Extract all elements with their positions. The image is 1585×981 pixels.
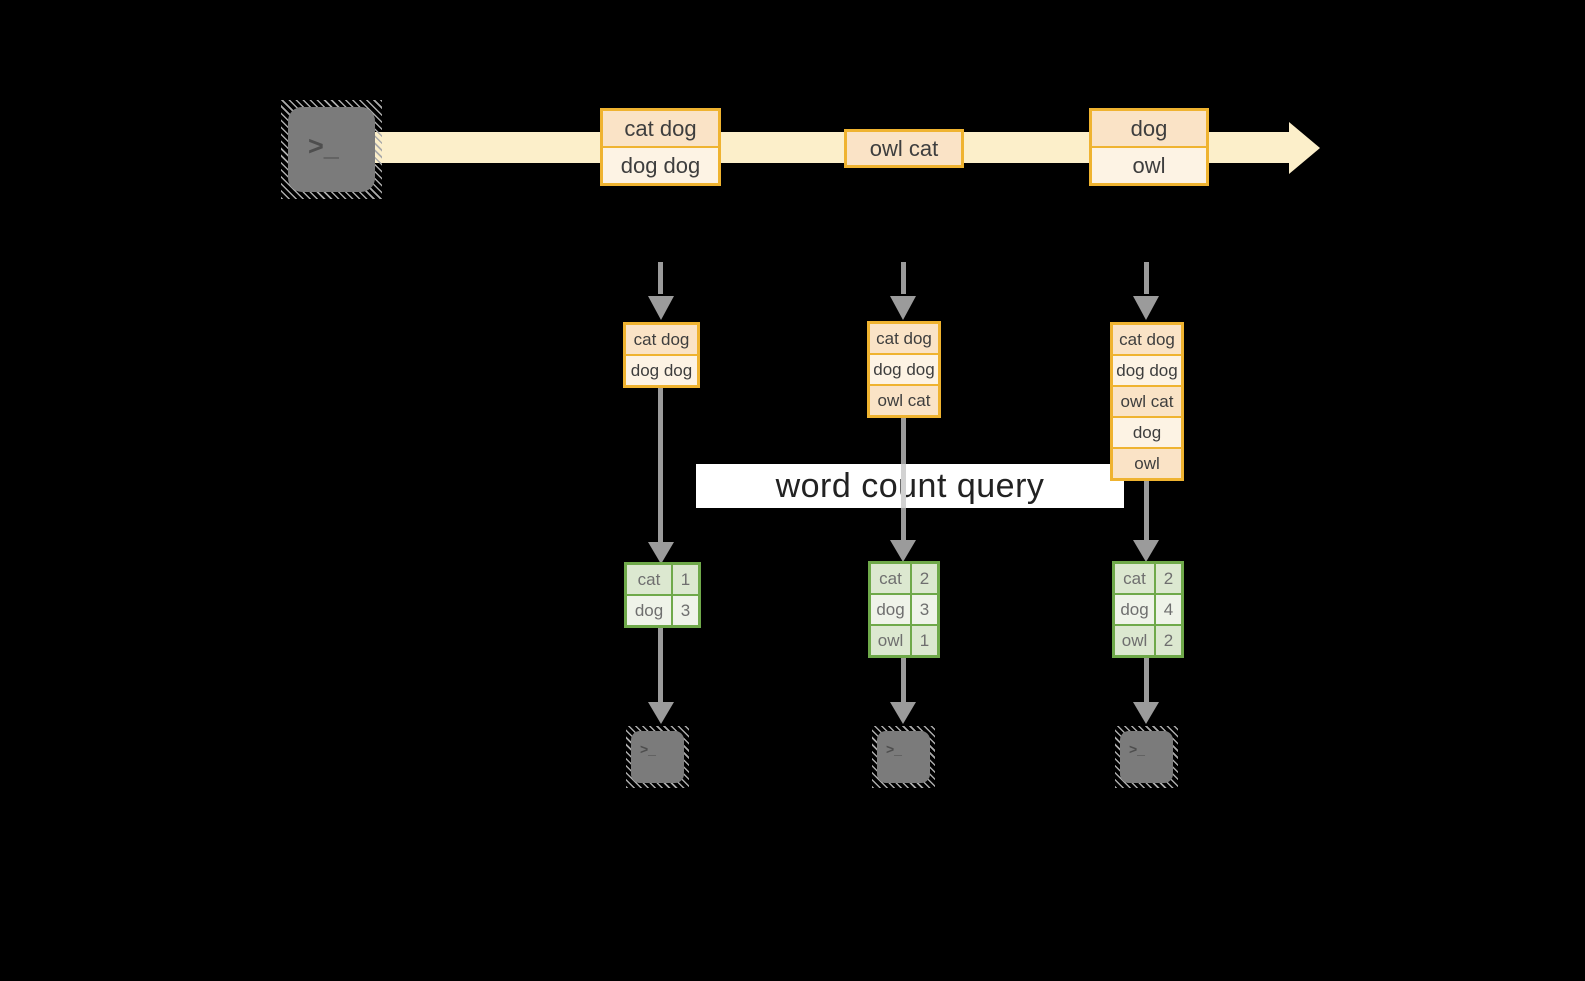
down-arrowhead-icon	[648, 296, 674, 320]
buffer-cell: dog	[1113, 418, 1181, 447]
terminal-prompt-icon: >_	[1129, 741, 1145, 757]
stream-event-box: owl cat	[844, 129, 964, 168]
arrow-line	[658, 388, 663, 542]
source-terminal-icon: >_	[281, 100, 382, 199]
count-value-cell: 4	[1156, 595, 1181, 624]
count-value-cell: 1	[912, 626, 937, 655]
dashed-arrow-segment	[901, 262, 906, 294]
count-word-cell: owl	[1115, 626, 1154, 655]
buffer-cell: cat dog	[626, 325, 697, 354]
down-arrowhead-icon	[648, 542, 674, 564]
arrow-line	[658, 628, 663, 702]
output-terminal-icon: >_	[1115, 726, 1178, 788]
buffer-cell: cat dog	[870, 324, 938, 353]
stream-event-box: dog owl	[1089, 108, 1209, 186]
terminal-screen: >_	[288, 107, 375, 192]
terminal-screen: >_	[631, 731, 684, 783]
stream-event-line: owl	[1092, 148, 1206, 183]
count-word-cell: cat	[627, 565, 671, 594]
stream-arrowhead-icon	[1289, 122, 1320, 174]
buffer-stack: cat dog dog dog owl cat	[867, 321, 941, 418]
count-word-cell: dog	[1115, 595, 1154, 624]
count-word-cell: dog	[871, 595, 910, 624]
down-arrowhead-icon	[1133, 540, 1159, 562]
down-arrowhead-icon	[890, 540, 916, 562]
terminal-screen: >_	[877, 731, 930, 783]
stream-event-line: cat dog	[603, 111, 718, 146]
count-table: cat 2 dog 3 owl 1	[868, 561, 940, 658]
stream-event-line: owl cat	[847, 132, 961, 165]
output-terminal-icon: >_	[872, 726, 935, 788]
count-value-cell: 2	[912, 564, 937, 593]
count-value-cell: 2	[1156, 626, 1181, 655]
arrow-line-over-banner	[901, 464, 906, 508]
count-word-cell: owl	[871, 626, 910, 655]
count-word-cell: cat	[1115, 564, 1154, 593]
arrow-line	[1144, 481, 1149, 540]
buffer-cell: owl	[1113, 449, 1181, 478]
count-value-cell: 3	[912, 595, 937, 624]
terminal-prompt-icon: >_	[308, 131, 339, 161]
buffer-cell: cat dog	[1113, 325, 1181, 354]
down-arrowhead-icon	[890, 702, 916, 724]
count-table: cat 2 dog 4 owl 2	[1112, 561, 1184, 658]
stream-event-line: dog dog	[603, 148, 718, 183]
buffer-stack: cat dog dog dog	[623, 322, 700, 388]
query-banner: word count query	[696, 464, 1124, 508]
arrow-line	[901, 658, 906, 702]
count-word-cell: dog	[627, 596, 671, 625]
terminal-screen: >_	[1120, 731, 1173, 783]
buffer-cell: owl cat	[1113, 387, 1181, 416]
stream-event-box: cat dog dog dog	[600, 108, 721, 186]
dashed-arrow-segment	[658, 262, 663, 294]
count-table: cat 1 dog 3	[624, 562, 701, 628]
down-arrowhead-icon	[1133, 702, 1159, 724]
down-arrowhead-icon	[648, 702, 674, 724]
buffer-cell: dog dog	[1113, 356, 1181, 385]
count-value-cell: 2	[1156, 564, 1181, 593]
count-value-cell: 1	[673, 565, 698, 594]
buffer-cell: owl cat	[870, 386, 938, 415]
count-word-cell: cat	[871, 564, 910, 593]
arrow-line	[1144, 658, 1149, 702]
terminal-prompt-icon: >_	[886, 741, 902, 757]
buffer-cell: dog dog	[626, 356, 697, 385]
buffer-cell: dog dog	[870, 355, 938, 384]
output-terminal-icon: >_	[626, 726, 689, 788]
buffer-stack: cat dog dog dog owl cat dog owl	[1110, 322, 1184, 481]
query-banner-label: word count query	[775, 466, 1045, 505]
terminal-prompt-icon: >_	[640, 741, 656, 757]
dashed-arrow-segment	[1144, 262, 1149, 294]
stream-event-line: dog	[1092, 111, 1206, 146]
count-value-cell: 3	[673, 596, 698, 625]
down-arrowhead-icon	[890, 296, 916, 320]
down-arrowhead-icon	[1133, 296, 1159, 320]
